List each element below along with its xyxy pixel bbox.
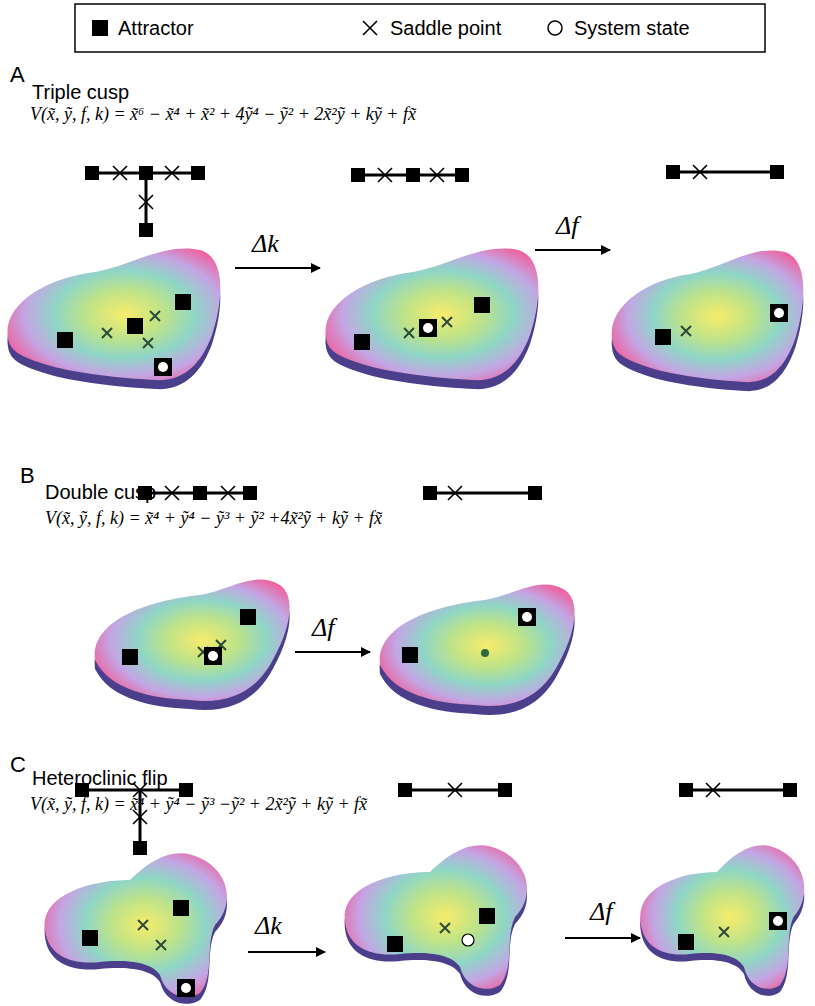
legend-text: Saddle point	[390, 16, 501, 40]
equation: V(x̃, ỹ, f, k) = x̃⁶ − x̃⁴ + x̃² + 4ỹ⁴…	[30, 104, 416, 126]
parameter-change: Δf	[556, 210, 578, 241]
equation: V(x̃, ỹ, f, k) = x̃⁴ + ỹ⁴ − ỹ³ −ỹ² +…	[30, 794, 367, 816]
parameter-change: Δf	[590, 896, 612, 927]
transition-arrow	[235, 250, 640, 952]
state-sample	[548, 21, 562, 35]
parameter-change: Δk	[255, 910, 282, 941]
panel-title: Double cusp	[45, 480, 156, 504]
parameter-change: Δf	[312, 612, 334, 643]
panel-letter: B	[20, 463, 35, 489]
landscape-marks	[57, 294, 788, 997]
panel-letter: A	[10, 62, 25, 88]
landscape	[7, 248, 804, 1003]
panel-title: Triple cusp	[32, 80, 129, 104]
panel-title: Heteroclinic flip	[32, 766, 168, 790]
parameter-change: Δk	[252, 228, 279, 259]
saddle-sample	[363, 21, 377, 35]
attractor-sample	[92, 20, 108, 36]
panel-letter: C	[10, 752, 26, 778]
legend-text: Attractor	[118, 16, 194, 40]
equation: V(x̃, ỹ, f, k) = x̃⁴ + ỹ⁴ − ỹ³ + ỹ² …	[45, 508, 382, 530]
legend-box	[75, 4, 765, 52]
legend-text: System state	[574, 16, 690, 40]
